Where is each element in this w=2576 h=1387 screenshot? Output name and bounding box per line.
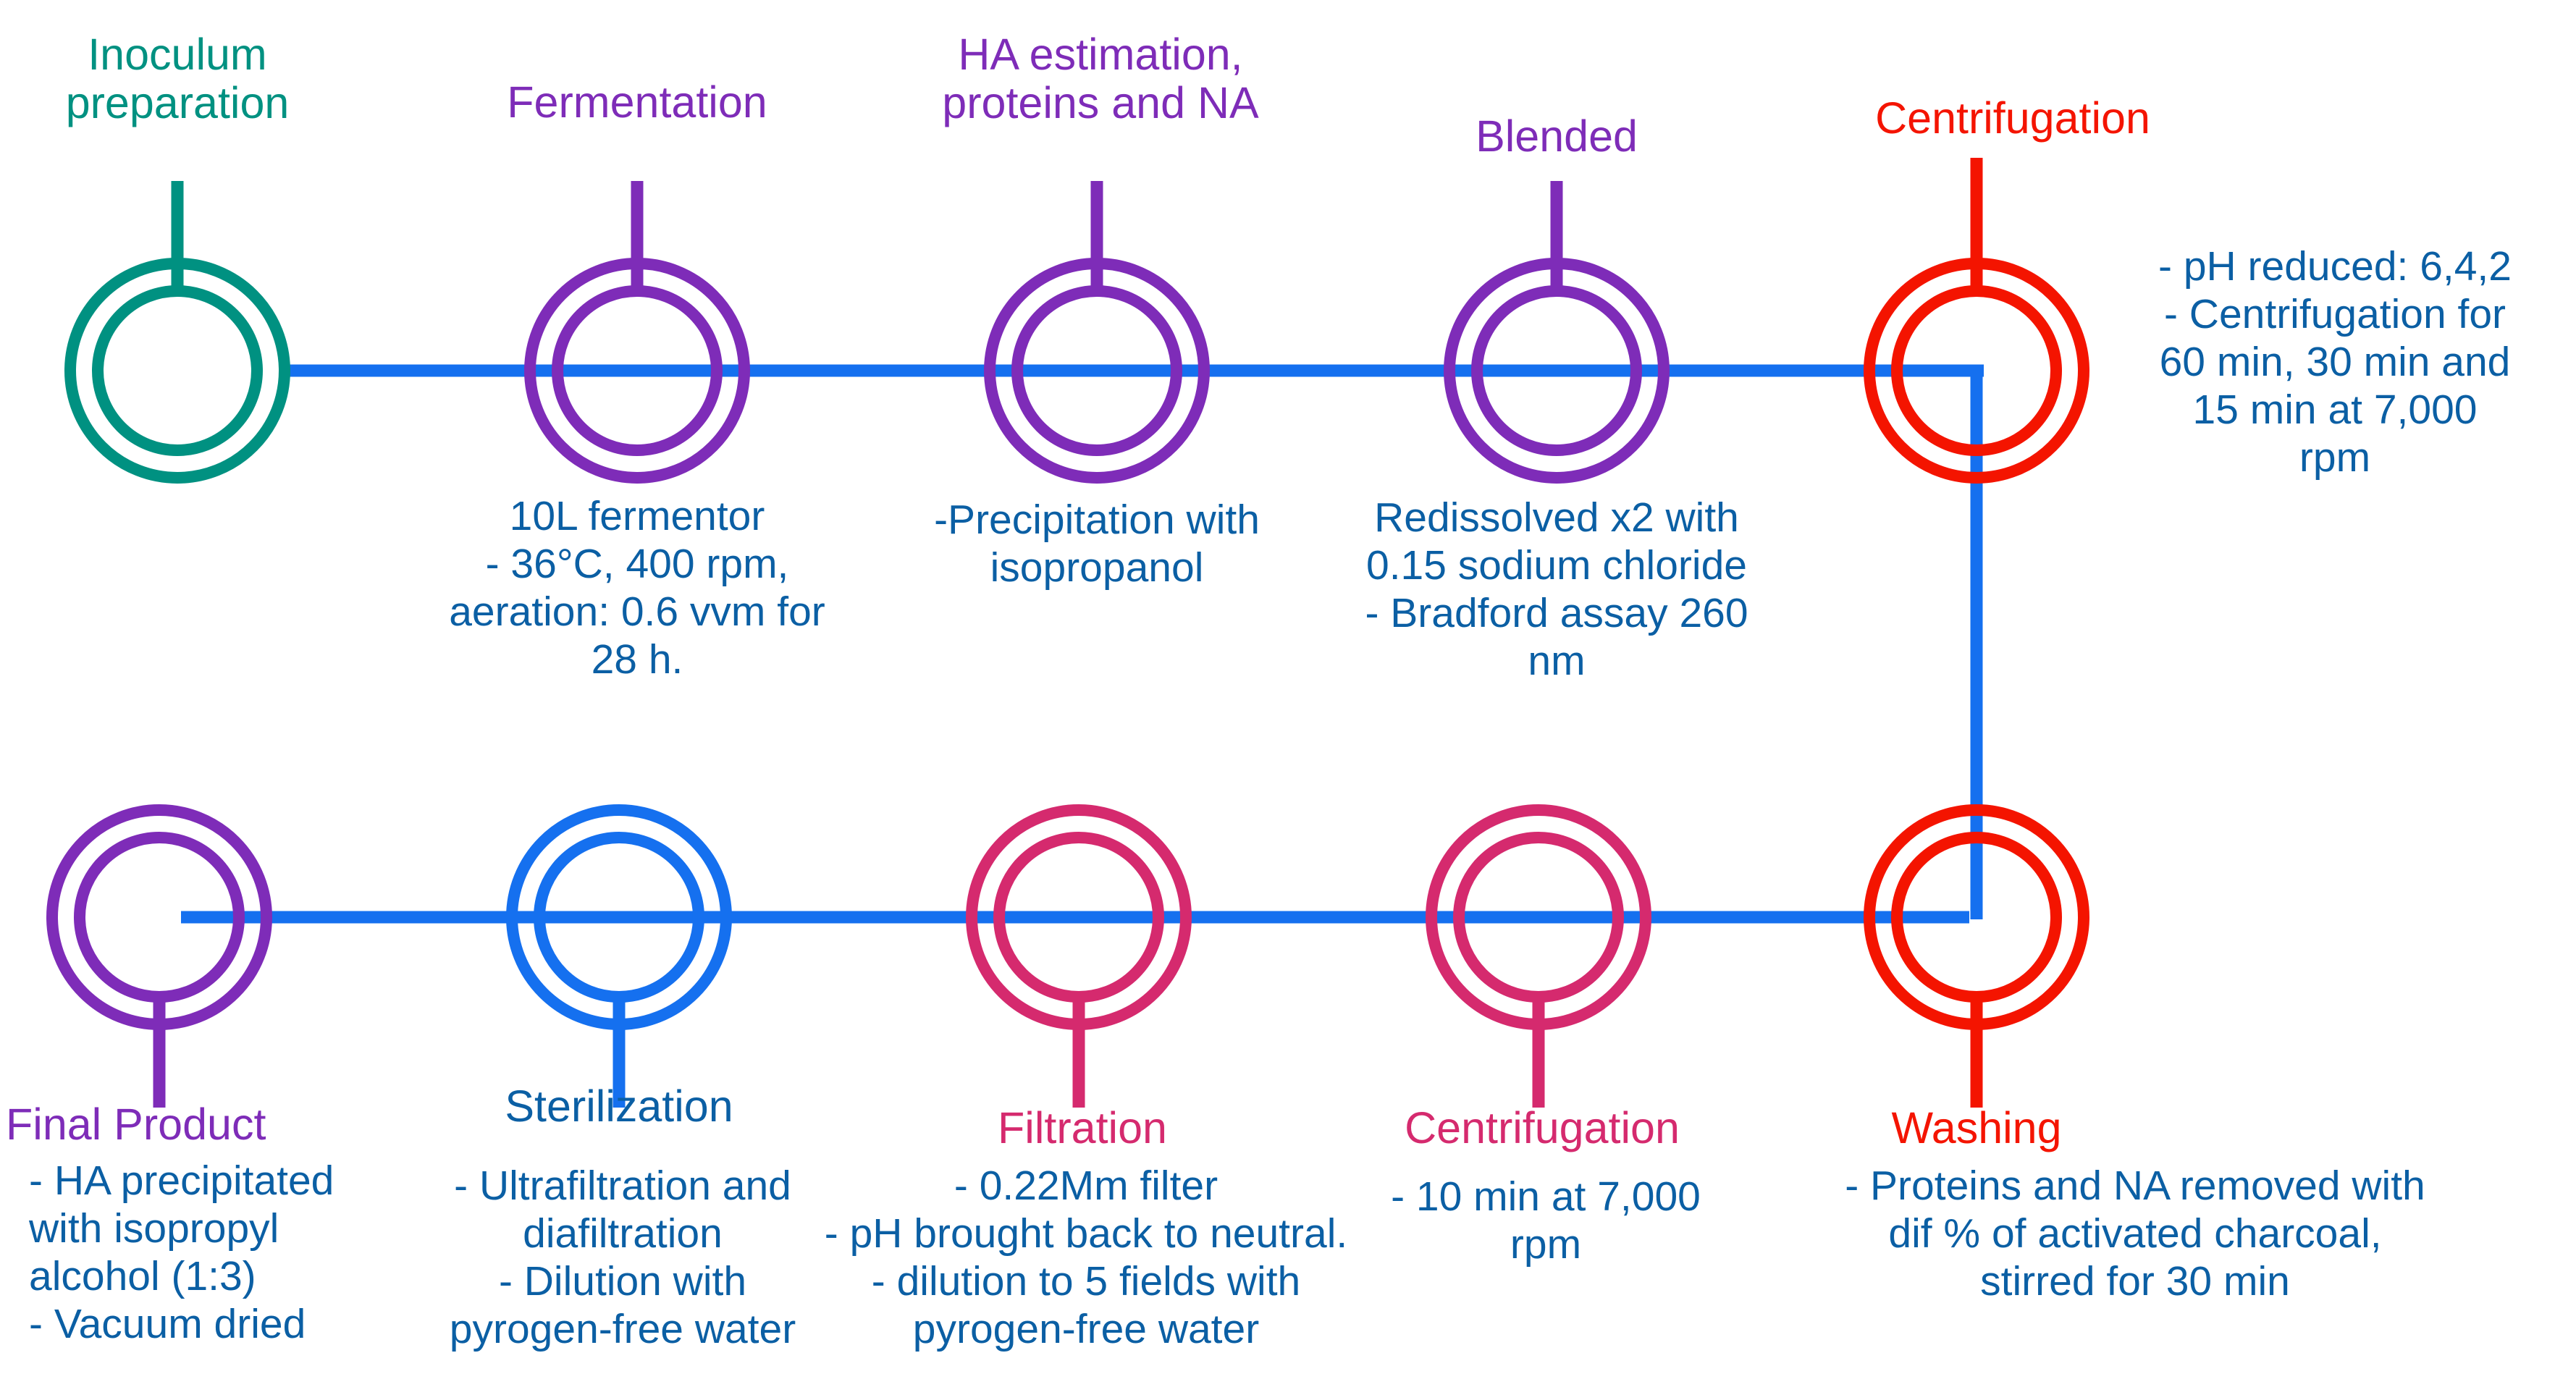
node-label-final-product: Final Product — [6, 1100, 266, 1149]
node-inner-ring-inoculum — [92, 285, 263, 456]
node-fermentation-graphic[interactable] — [524, 181, 750, 484]
node-inner-ring-fermentation — [552, 285, 723, 456]
node-outer-ring-sterilization — [506, 804, 732, 1030]
node-label-centrifugation-top: Centrifugation — [1875, 93, 2150, 143]
node-label-washing: Washing — [1891, 1103, 2062, 1152]
node-inner-ring-centrifugation-top — [1891, 285, 2062, 456]
node-label-filtration: Filtration — [998, 1103, 1167, 1152]
node-outer-ring-washing — [1864, 804, 2089, 1030]
node-description-final-product: - HA precipitated with isopropyl alcohol… — [29, 1158, 334, 1348]
node-outer-ring-centrifugation-top — [1864, 258, 2089, 484]
node-ha-estimation-graphic[interactable] — [984, 181, 1210, 484]
node-outer-ring-inoculum — [64, 258, 290, 484]
node-centrifugation-top-graphic[interactable] — [1864, 158, 2089, 484]
node-label-centrifugation-bottom: Centrifugation — [1405, 1103, 1680, 1152]
node-outer-ring-fermentation — [524, 258, 750, 484]
node-inner-ring-final-product — [74, 832, 245, 1003]
node-description-centrifugation-bottom: - 10 min at 7,000 rpm — [1391, 1173, 1701, 1268]
node-washing-graphic[interactable] — [1864, 804, 2089, 1108]
node-label-fermentation: Fermentation — [507, 77, 767, 127]
node-inner-ring-washing — [1891, 832, 2062, 1003]
node-inner-ring-ha-estimation — [1011, 285, 1182, 456]
node-outer-ring-blended — [1444, 258, 1670, 484]
node-inoculum-preparation-graphic[interactable] — [64, 181, 290, 484]
node-description-fermentation: 10L fermentor - 36°C, 400 rpm, aeration:… — [449, 493, 825, 683]
node-centrifugation-bottom-graphic[interactable] — [1426, 804, 1651, 1108]
node-description-centrifugation-top: - pH reduced: 6,4,2 - Centrifugation for… — [2158, 243, 2512, 481]
node-outer-ring-ha-estimation — [984, 258, 1210, 484]
node-description-filtration: - 0.22Mm filter - pH brought back to neu… — [824, 1163, 1348, 1353]
node-outer-ring-centrifugation-bottom — [1426, 804, 1651, 1030]
node-inner-ring-sterilization — [534, 832, 704, 1003]
node-description-washing: - Proteins and NA removed with dif % of … — [1845, 1163, 2425, 1305]
node-final-product-graphic[interactable] — [46, 804, 272, 1108]
node-outer-ring-filtration — [966, 804, 1192, 1030]
node-sterilization-graphic[interactable] — [506, 804, 732, 1108]
node-filtration-graphic[interactable] — [966, 804, 1192, 1108]
node-inner-ring-filtration — [993, 832, 1164, 1003]
node-label-inoculum-preparation: Inoculum preparation — [65, 30, 290, 128]
node-description-sterilization: - Ultrafiltration and diafiltration - Di… — [449, 1163, 796, 1353]
node-inner-ring-blended — [1471, 285, 1642, 456]
node-outer-ring-final-product — [46, 804, 272, 1030]
node-blended-graphic[interactable] — [1444, 181, 1670, 484]
node-inner-ring-centrifugation-bottom — [1453, 832, 1624, 1003]
node-description-ha-estimation: -Precipitation with isopropanol — [934, 497, 1260, 591]
node-label-blended: Blended — [1476, 111, 1638, 161]
node-label-ha-estimation: HA estimation, proteins and NA — [942, 30, 1259, 128]
node-description-blended: Redissolved x2 with 0.15 sodium chloride… — [1365, 494, 1748, 685]
node-label-sterilization: Sterilization — [505, 1082, 733, 1131]
